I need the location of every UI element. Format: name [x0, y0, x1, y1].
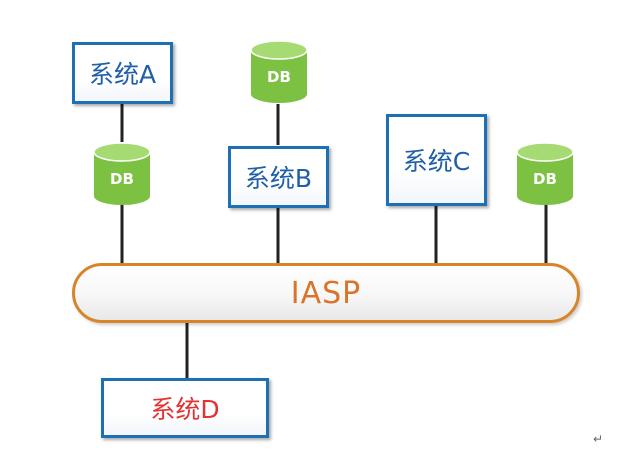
paragraph-mark: ↵	[593, 432, 604, 446]
system-c-box: 系统C	[386, 114, 487, 206]
system-a-label: 系统A	[88, 60, 157, 89]
database-left: DB	[92, 142, 152, 206]
iasp-bus: IASP	[72, 263, 580, 323]
database-icon	[250, 40, 308, 103]
database-top-label: DB	[267, 68, 291, 86]
system-a-box: 系统A	[72, 42, 173, 104]
database-right-label: DB	[533, 170, 557, 188]
system-b-box: 系统B	[228, 146, 329, 208]
database-left-label: DB	[110, 170, 134, 188]
database-right: DB	[515, 142, 575, 206]
system-b-label: 系统B	[244, 164, 313, 193]
database-icon	[516, 142, 574, 205]
system-d-box: 系统D	[101, 378, 269, 438]
system-d-label: 系统D	[150, 395, 220, 424]
iasp-bus-label: IASP	[290, 275, 362, 311]
database-top: DB	[249, 40, 309, 104]
database-icon	[93, 142, 151, 205]
system-c-label: 系统C	[402, 147, 471, 176]
